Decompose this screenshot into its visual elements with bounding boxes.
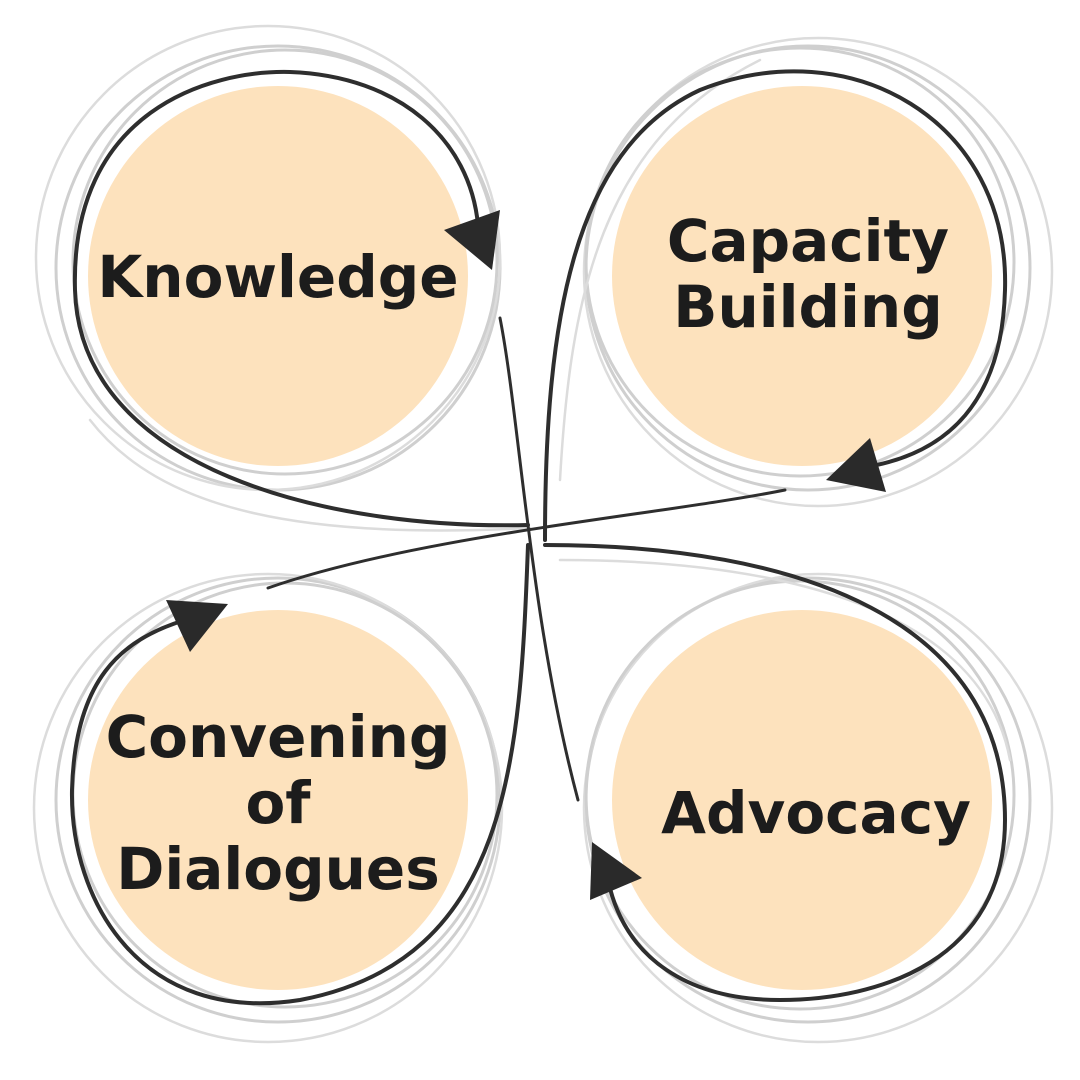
capacity-building-label-line-1: Capacity	[666, 207, 950, 275]
knowledge-loop-path	[72, 69, 530, 528]
capacity-building-circle	[612, 86, 992, 466]
convening-circle	[88, 610, 468, 990]
knowledge-circle	[88, 86, 468, 466]
cycle-paths	[69, 69, 1008, 1006]
advocacy-loop-path	[543, 543, 1007, 1002]
arrow-convening-icon	[166, 600, 228, 652]
capacity-loop-path	[543, 69, 1008, 542]
advocacy-circle	[612, 610, 992, 990]
arrow-knowledge-icon	[444, 210, 500, 270]
arrow-advocacy-icon	[590, 842, 642, 900]
connector-capacity-to-convening	[266, 488, 787, 590]
knowledge-label-line: Knowledge	[97, 243, 459, 311]
convening-loop-path	[69, 543, 530, 1006]
knowledge-label: Knowledge	[88, 244, 468, 310]
convening-label-line-2: of	[245, 769, 311, 837]
capacity-building-label: Capacity Building	[618, 208, 998, 340]
arrowheads	[166, 210, 886, 900]
convening-label-line-3: Dialogues	[116, 835, 440, 903]
convening-label-line-1: Convening	[105, 703, 451, 771]
advocacy-label: Advocacy	[626, 780, 1006, 846]
arrow-capacity-icon	[826, 438, 886, 492]
convening-label: Convening of Dialogues	[88, 704, 468, 902]
advocacy-label-line: Advocacy	[661, 779, 971, 847]
capacity-building-label-line-2: Building	[673, 273, 943, 341]
